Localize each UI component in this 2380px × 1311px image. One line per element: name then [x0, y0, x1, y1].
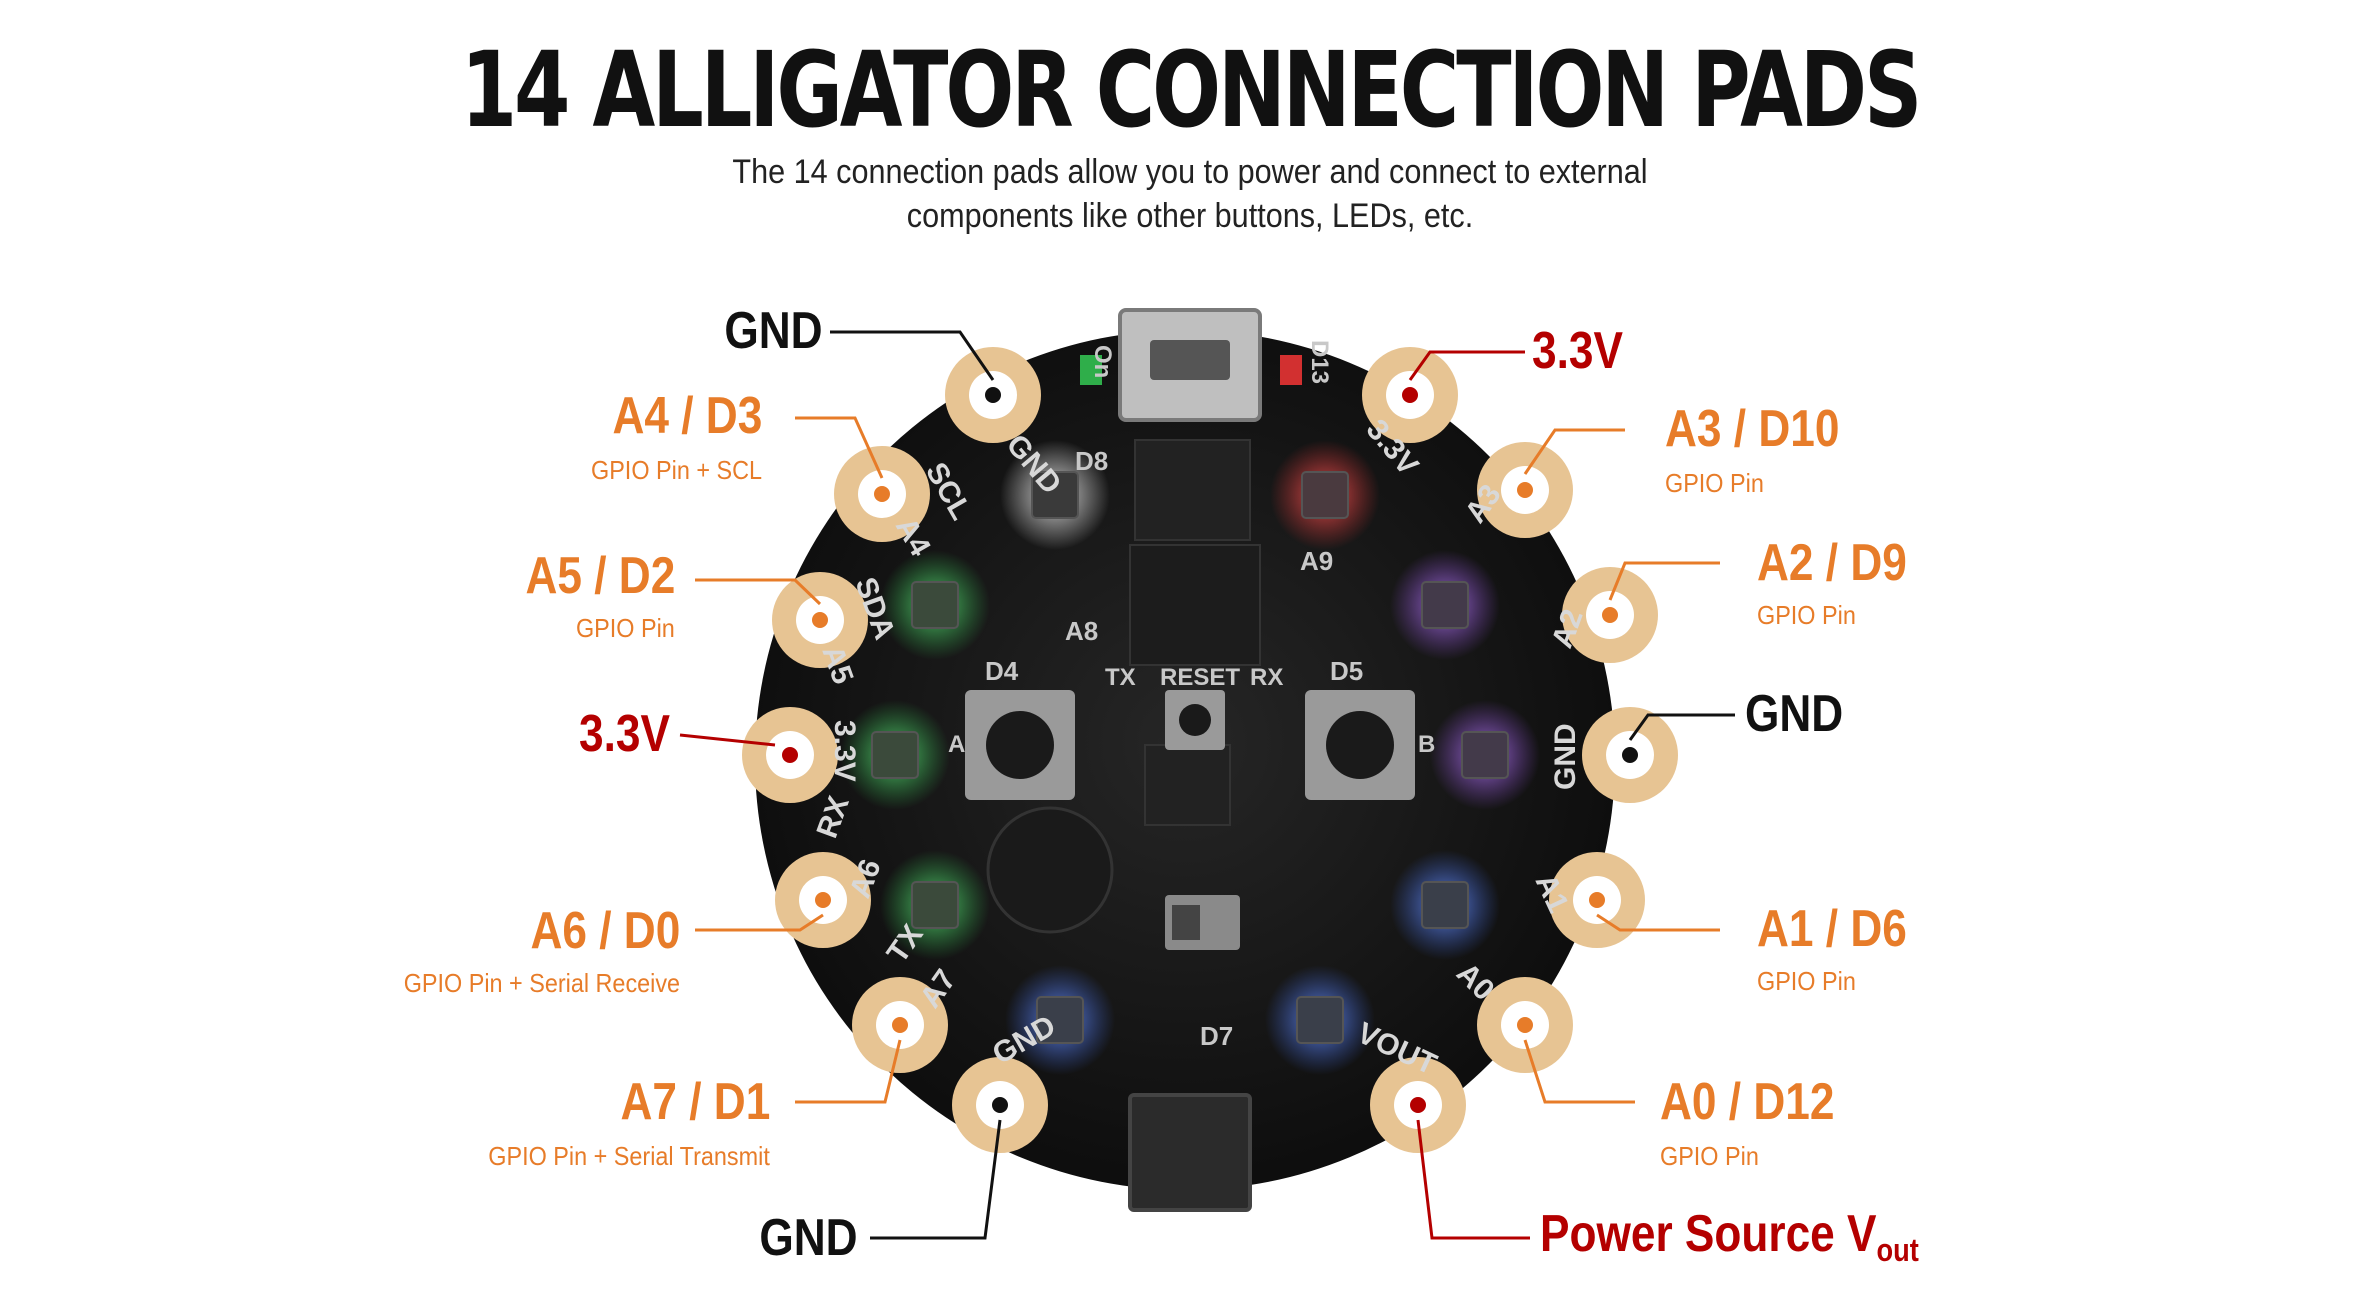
desc-a2-d9: GPIO Pin	[1757, 600, 1856, 630]
leader-gnd-bottom-left	[870, 1119, 1002, 1240]
neopixel	[840, 700, 950, 810]
silk-d4: D4	[985, 656, 1019, 686]
label-a2-d9: A2 / D9	[1757, 534, 1907, 592]
speaker	[986, 806, 1114, 934]
alligator-pads	[742, 347, 1678, 1153]
silk-a9: A9	[1300, 546, 1333, 576]
label-a7-d1: A7 / D1	[620, 1073, 770, 1131]
pad-a3-d10	[1477, 442, 1573, 538]
silk-a8: A8	[1065, 616, 1098, 646]
neopixel	[880, 850, 990, 960]
desc-a0-d12: GPIO Pin	[1660, 1141, 1759, 1171]
desc-a3-d10: GPIO Pin	[1665, 468, 1764, 498]
pad-3v3-top-right	[1362, 347, 1458, 443]
page-subtitle: The 14 connection pads allow you to powe…	[650, 150, 1730, 238]
d13-led	[1280, 355, 1302, 385]
pad-a1-d6	[1549, 852, 1645, 948]
silk-on: On	[1089, 345, 1116, 378]
label-gnd-right: GND	[1745, 685, 1844, 743]
reset-button	[1165, 690, 1225, 750]
pad-a2-d9	[1562, 567, 1658, 663]
pad-a5-d2	[772, 572, 868, 668]
page-title: 14 ALLIGATOR CONNECTION PADS	[460, 29, 1923, 151]
neopixel	[1265, 965, 1375, 1075]
subtitle-line-1: The 14 connection pads allow you to powe…	[732, 153, 1648, 191]
pad-gnd-right	[1582, 707, 1678, 803]
subtitle-line-2: components like other buttons, LEDs, etc…	[906, 197, 1474, 235]
desc-a7-d1: GPIO Pin + Serial Transmit	[488, 1141, 770, 1171]
leader-a6-d0	[695, 913, 824, 932]
label-a4-d3: A4 / D3	[612, 387, 762, 445]
pad-a6-d0	[775, 852, 871, 948]
mcu-chip	[1134, 439, 1251, 541]
pad-gnd-top-left	[945, 347, 1041, 443]
label-gnd-bottom-left: GND	[759, 1209, 858, 1267]
silk-d13: D13	[1306, 340, 1333, 384]
neopixel	[1270, 440, 1380, 550]
battery-connector	[1128, 1093, 1252, 1212]
leader-a4-d3	[795, 416, 884, 479]
neopixel	[1000, 440, 1110, 550]
neopixel	[1390, 550, 1500, 660]
leader-a3-d10	[1523, 428, 1625, 475]
button-b	[1305, 690, 1415, 800]
leader-a7-d1	[795, 1039, 902, 1104]
silk-d5: D5	[1330, 656, 1363, 686]
label-power-vout-main: Power Source V	[1540, 1205, 1877, 1263]
silk-d7: D7	[1200, 1021, 1233, 1051]
pad-a4-d3	[834, 446, 930, 542]
pad-a7-d1	[852, 977, 948, 1073]
silk-a: A	[948, 731, 965, 758]
leader-3v3-left	[679, 733, 776, 747]
pad-vout	[1370, 1057, 1466, 1153]
silk-pad-gnd-right: GND	[1549, 723, 1582, 790]
label-gnd-top-left: GND	[724, 302, 823, 360]
leader-gnd-top-left	[830, 330, 995, 381]
label-power-vout-sub: out	[1876, 1232, 1919, 1268]
leader-a0-d12	[1523, 1039, 1635, 1104]
label-a1-d6: A1 / D6	[1757, 900, 1907, 958]
silk-tx: TX	[1105, 664, 1136, 691]
leader-3v3-top-right	[1408, 350, 1525, 381]
main-chip	[1129, 544, 1261, 666]
pad-gnd-bottom-left	[952, 1057, 1048, 1153]
label-a6-d0: A6 / D0	[530, 902, 680, 960]
pad-3v3-left	[742, 707, 838, 803]
desc-a1-d6: GPIO Pin	[1757, 966, 1856, 996]
neopixel-ring	[840, 440, 1540, 1075]
label-3v3-left: 3.3V	[579, 705, 670, 763]
leader-a5-d2	[695, 578, 822, 606]
silk-d8: D8	[1075, 446, 1108, 476]
silk-rx: RX	[1250, 664, 1283, 691]
leader-a1-d6	[1596, 913, 1720, 932]
label-a5-d2: A5 / D2	[525, 547, 675, 605]
neopixel	[1390, 850, 1500, 960]
leader-power-vout	[1416, 1119, 1530, 1240]
silk-pad-3v3-left: 3.3V	[828, 720, 861, 782]
label-3v3-top-right: 3.3V	[1532, 322, 1623, 380]
label-a0-d12: A0 / D12	[1660, 1073, 1835, 1131]
silk-b: B	[1418, 731, 1435, 758]
neopixel	[1005, 965, 1115, 1075]
pcb-board: On D13 D8 A8 A9 D4 D5 TX RESET RX D7 A B	[742, 308, 1678, 1212]
neopixel	[1430, 700, 1540, 810]
on-led	[1080, 355, 1102, 385]
button-a	[965, 690, 1075, 800]
neopixel	[880, 550, 990, 660]
silk-reset: RESET	[1160, 664, 1240, 691]
desc-a4-d3: GPIO Pin + SCL	[590, 455, 762, 485]
accelerometer-chip	[1144, 744, 1231, 826]
label-a3-d10: A3 / D10	[1665, 400, 1840, 458]
pad-a0-d12	[1477, 977, 1573, 1073]
label-power-vout: Power Source Vout	[1540, 1208, 1919, 1266]
leader-a2-d9	[1608, 561, 1720, 601]
leader-gnd-right	[1628, 713, 1735, 741]
desc-a5-d2: GPIO Pin	[576, 613, 675, 643]
desc-a6-d0: GPIO Pin + Serial Receive	[403, 968, 680, 998]
